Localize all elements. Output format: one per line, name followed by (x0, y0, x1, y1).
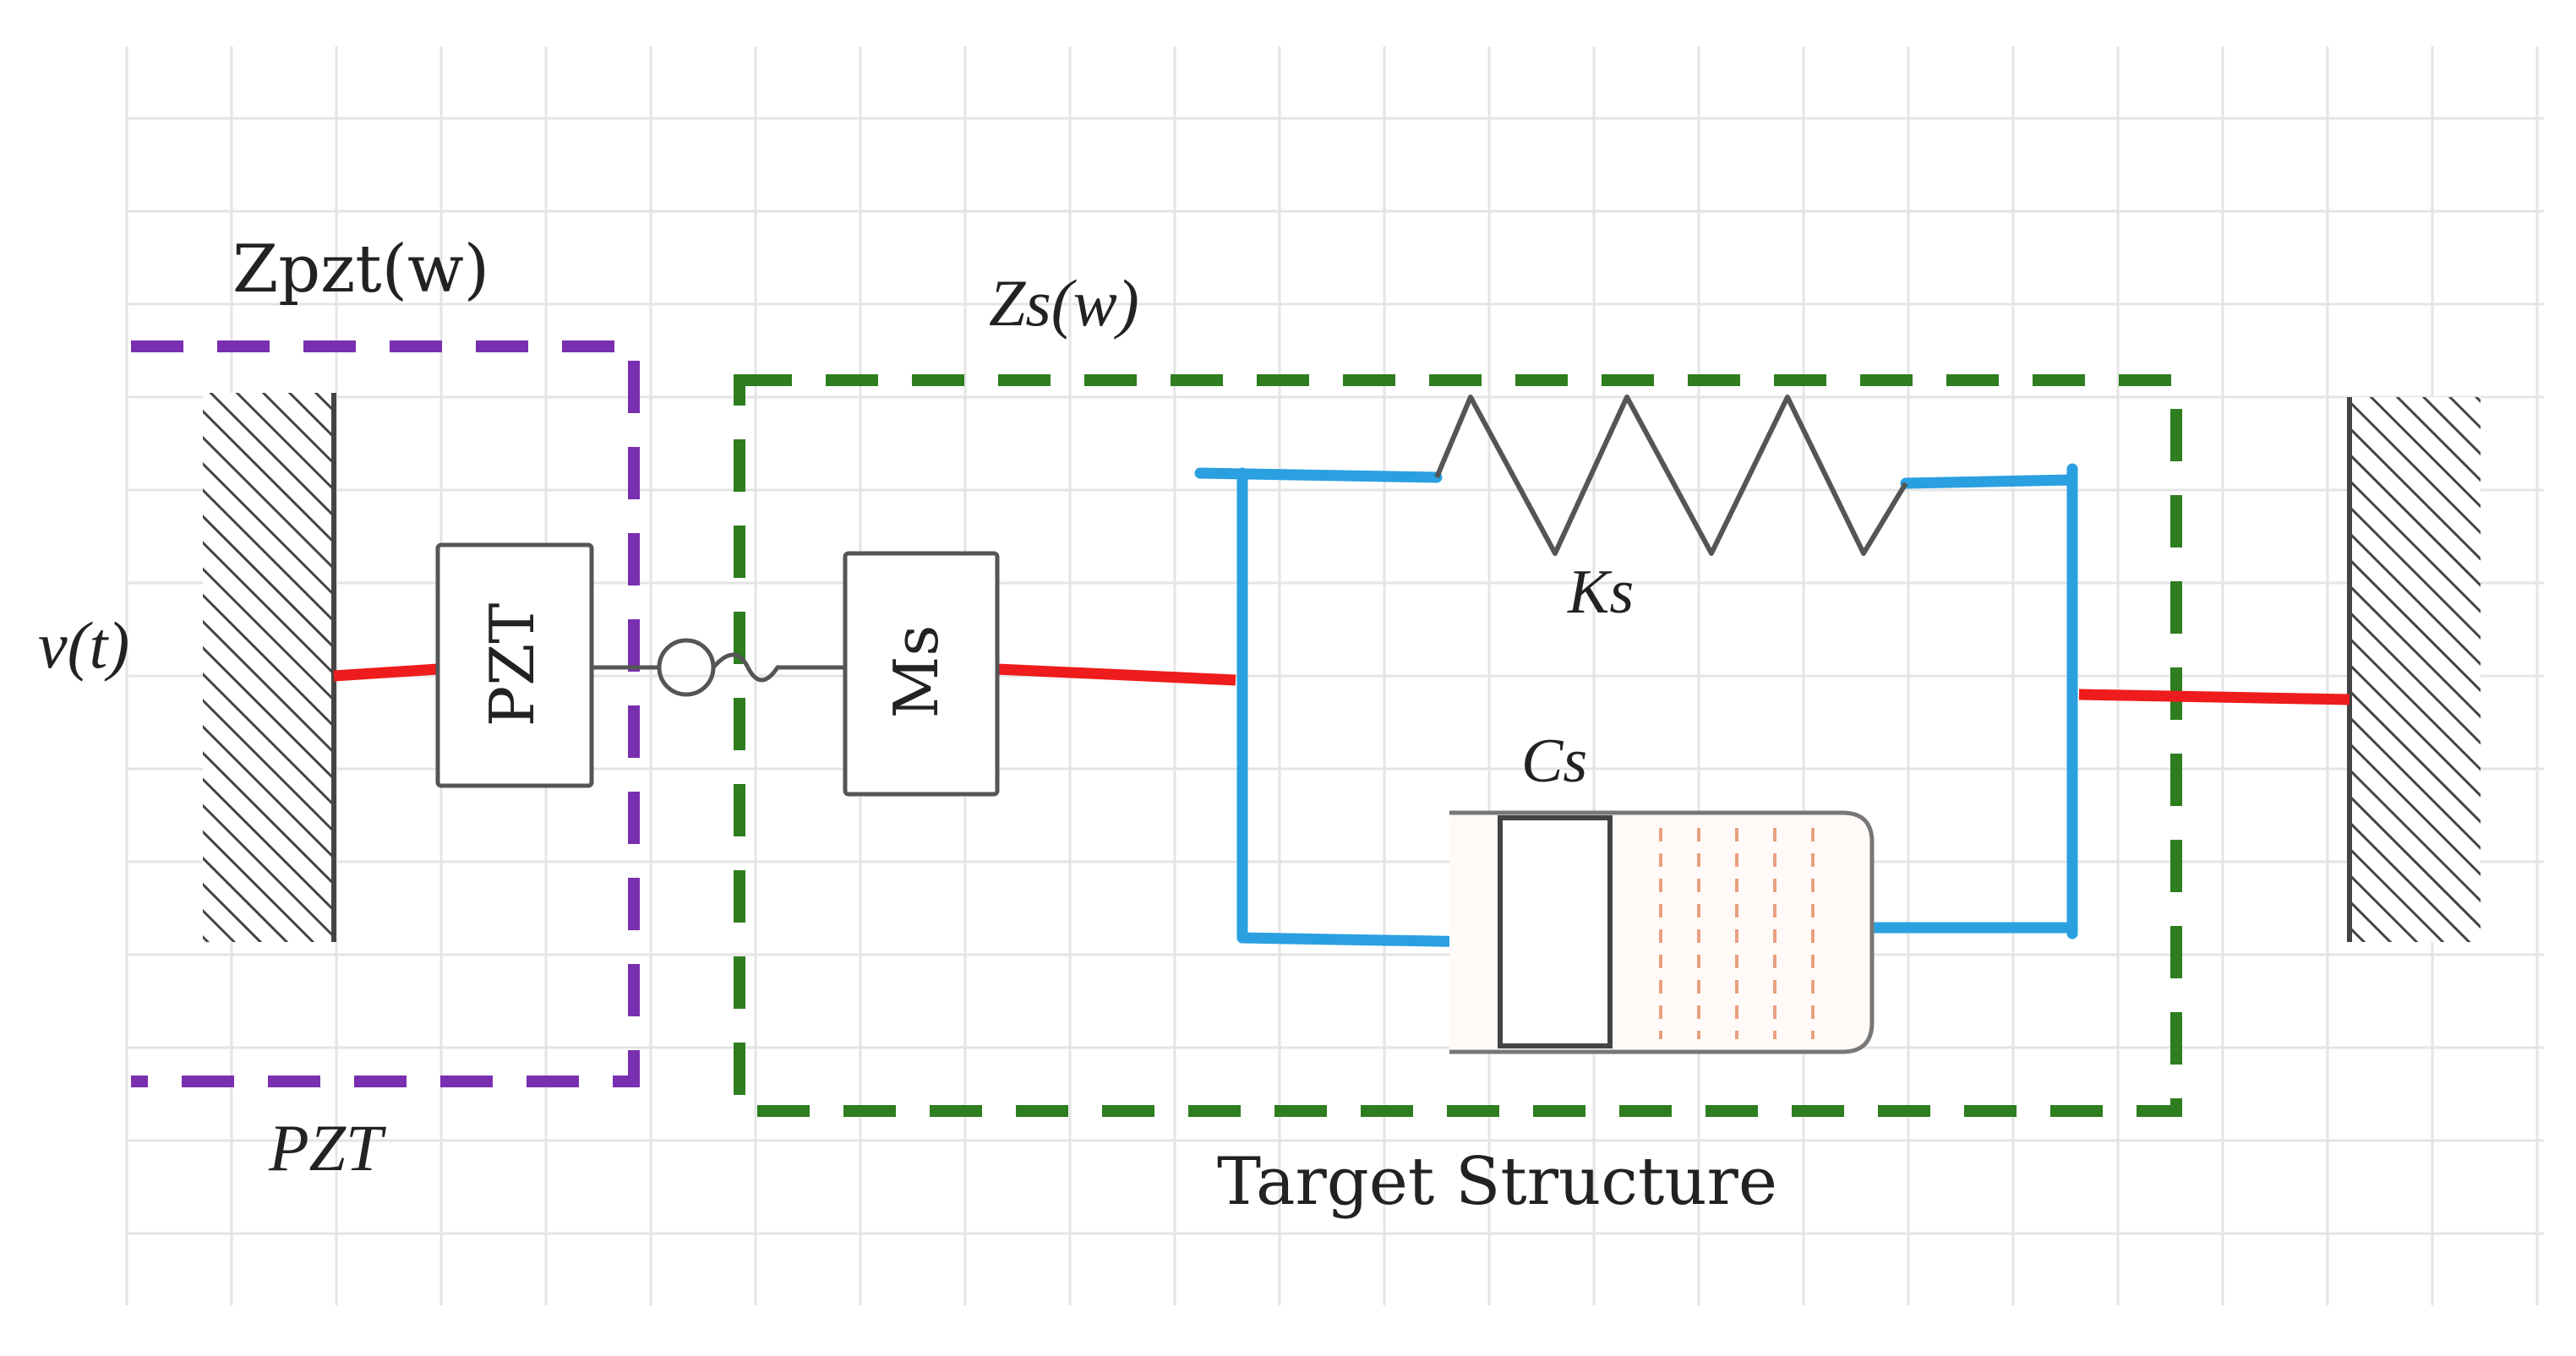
structure-impedance-boundary (734, 374, 2182, 1117)
structure-impedance-label: Zs(w) (989, 266, 1139, 340)
target-structure-caption: Target Structure (1217, 1144, 1777, 1220)
damping-coefficient-label: Cs (1521, 727, 1587, 796)
frame-to-wall-link (2078, 689, 2350, 705)
damper-element (1449, 810, 1875, 1054)
voltage-label: v(t) (38, 608, 129, 682)
mass-element (843, 551, 1000, 797)
damper-piston (1498, 815, 1613, 1048)
spring-element (1434, 395, 1908, 556)
spring-stiffness-label: Ks (1567, 558, 1634, 627)
left-fixed-wall (203, 393, 336, 942)
pzt-impedance-label: Zpzt(w) (232, 231, 489, 308)
mass-to-frame-link (996, 663, 1236, 686)
coupling-link (592, 638, 845, 697)
parallel-frame (1194, 463, 2078, 948)
wall-to-pzt-link (333, 663, 439, 682)
background-grid (125, 46, 2544, 1305)
pzt-caption: PZT (268, 1111, 386, 1184)
pzt-impedance-boundary (131, 340, 640, 1087)
pzt-element-label: PZT (477, 603, 548, 727)
mass-element-label: Ms (881, 625, 952, 719)
right-fixed-wall (2347, 397, 2480, 942)
